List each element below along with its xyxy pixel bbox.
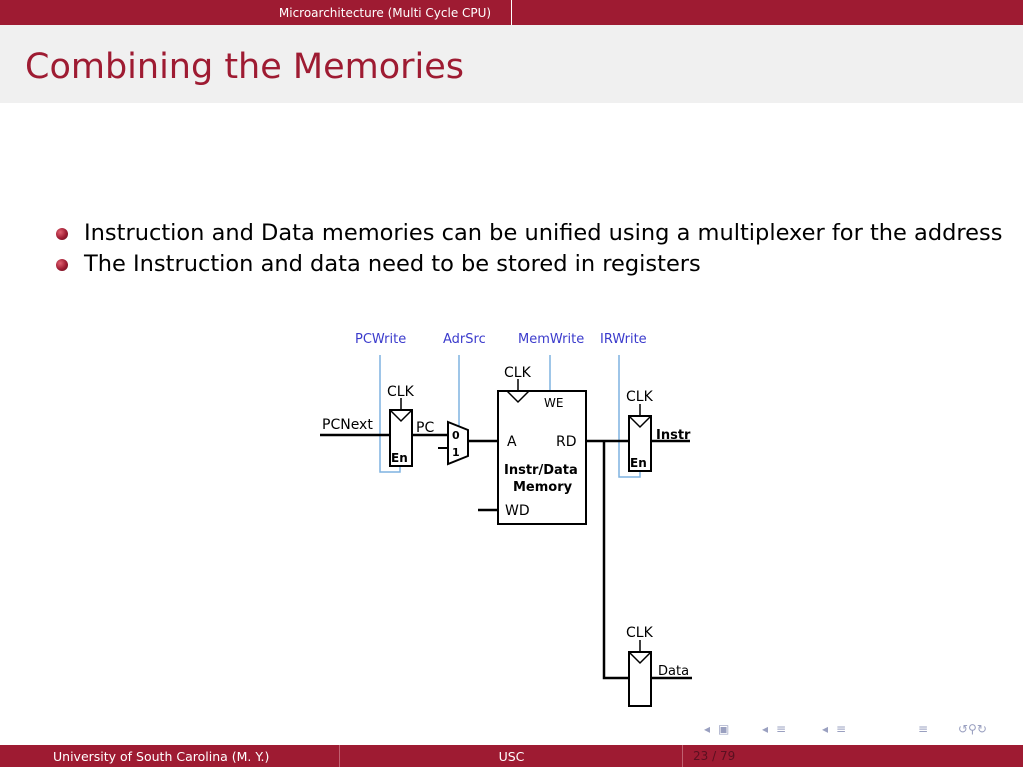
nav-subsection-icon[interactable]: ≡ [836,722,847,736]
nav-align-icon[interactable]: ≡ [918,722,929,736]
header-bar: Microarchitecture (Multi Cycle CPU) [0,0,1023,25]
instr-data-memory: CLK WE A RD Instr/Data Memory WD [478,365,587,525]
bullet-item: Instruction and Data memories can be uni… [56,218,1002,249]
we-label: WE [544,396,563,410]
pcwrite-label: PCWrite [355,332,406,347]
nav-prev-icon[interactable]: ◂ [762,722,769,736]
control-wires [379,355,641,478]
nav-search-icon[interactable]: ↺⚲↻ [958,722,987,736]
pc-label: PC [416,420,434,436]
data-register: CLK Data [626,625,692,707]
pc-en-label: En [391,451,408,465]
bullet-text: Instruction and Data memories can be uni… [84,220,1003,246]
rd-wires [586,439,629,680]
port-a-label: A [507,434,517,450]
instr-output-label: Instr [656,428,691,443]
instr-en-label: En [630,456,647,470]
data-clk-label: CLK [626,625,654,641]
bullet-list: Instruction and Data memories can be uni… [56,218,1002,280]
mem-clk-label: CLK [504,365,532,381]
port-wd-label: WD [505,503,530,519]
port-rd-label: RD [556,434,577,450]
page-number: 23 / 79 [693,749,736,763]
bullet-icon [56,227,68,240]
memory-name-instr-part: Instr/ [504,463,543,478]
mux-in0-label: 0 [452,429,460,442]
bullet-icon [56,258,68,271]
footer-bar: University of South Carolina (M. Y.) USC… [0,745,1023,767]
bullet-item: The Instruction and data need to be stor… [56,249,1002,280]
address-mux: 0 1 [438,420,498,466]
memwrite-label: MemWrite [518,332,584,347]
memory-name-memory: Memory [513,480,573,495]
nav-first-icon[interactable]: ◂ [704,722,711,736]
adrsrc-label: AdrSrc [443,332,486,347]
memory-name-instr: Instr/Data [504,463,578,478]
footer-author: University of South Carolina (M. Y.) [0,745,340,767]
pc-clk-label: CLK [387,384,415,400]
pcnext-label: PCNext [322,417,373,433]
pc-register: PCNext CLK En PC [320,384,448,467]
irwrite-label: IRWrite [600,332,647,347]
slide-title: Combining the Memories [25,47,465,87]
title-bar: Combining the Memories [0,25,1023,103]
nav-next-icon[interactable]: ◂ [822,722,829,736]
instr-clk-label: CLK [626,389,654,405]
nav-frame-icon[interactable]: ▣ [718,722,730,736]
instr-register: CLK En Instr [626,389,691,472]
nav-section-icon[interactable]: ≡ [776,722,787,736]
bullet-text: The Instruction and data need to be stor… [84,251,701,277]
footer-institute: USC [341,745,683,767]
memory-name-data-part: Data [543,463,578,478]
data-output-label: Data [658,664,689,679]
mux-in1-label: 1 [452,446,460,459]
beamer-navigation: ◂ ▣ ◂ ≡ ◂ ≡ ≡ ↺⚲↻ [700,722,1020,740]
section-title[interactable]: Microarchitecture (Multi Cycle CPU) [259,0,512,25]
